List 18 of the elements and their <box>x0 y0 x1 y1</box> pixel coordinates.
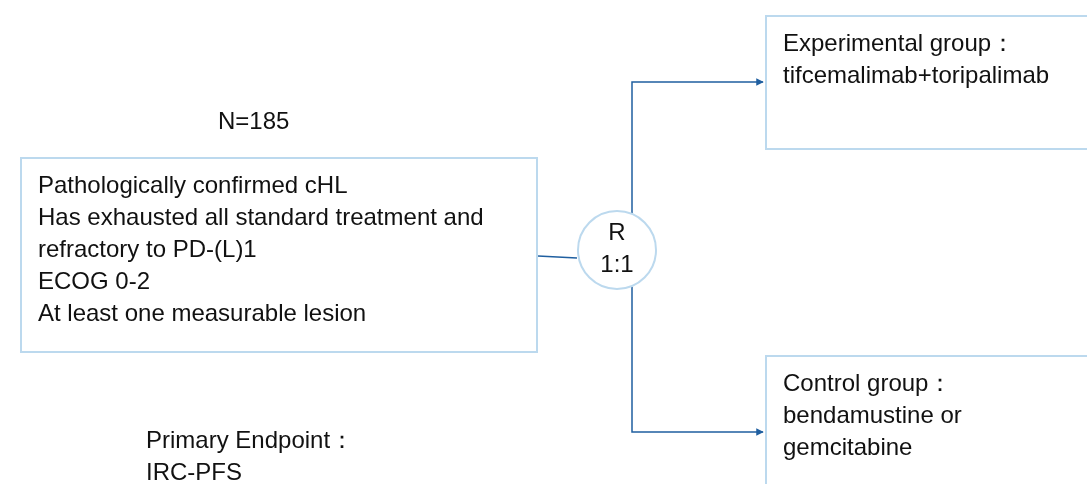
sample-size: N=185 <box>218 106 291 136</box>
arm-box <box>765 355 1087 484</box>
arm-title: Experimental group： <box>783 28 1017 58</box>
arm-treatment: tifcemalimab+toripalimab <box>783 60 1051 90</box>
criterion-text: ECOG 0-2 <box>38 266 152 296</box>
arm-box <box>765 15 1087 150</box>
connector-line <box>537 255 578 259</box>
criterion-text: Has exhausted all standard treatment and refractory to PD-(L)1 <box>38 202 485 264</box>
arm-treatment: bendamustine or gemcitabine <box>783 400 963 462</box>
arm-title: Control group： <box>783 368 954 398</box>
criterion-text: At least one measurable lesion <box>38 298 368 328</box>
arrow <box>631 78 764 214</box>
arrow <box>631 286 764 436</box>
endpoint-value: IRC-PFS <box>146 457 242 484</box>
endpoint-title: Primary Endpoint： <box>146 425 355 455</box>
criterion-text: Pathologically confirmed cHL <box>38 170 349 200</box>
randomization-text: R <box>607 217 627 247</box>
ratio-text: 1:1 <box>599 249 635 279</box>
